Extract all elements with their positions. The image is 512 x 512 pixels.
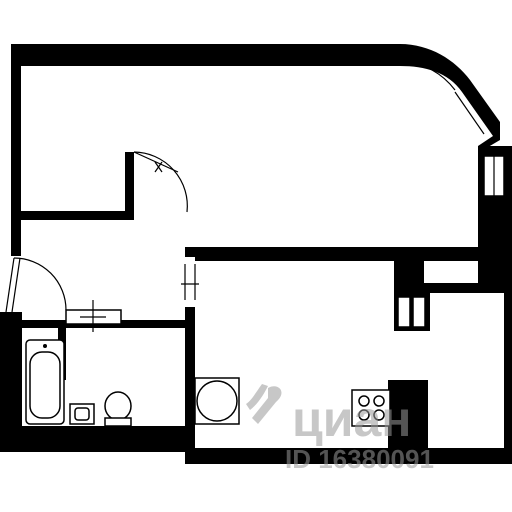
left-lower-wall bbox=[0, 312, 22, 452]
kitchen-fixtures bbox=[194, 377, 391, 427]
bottom-wall-kitchen bbox=[185, 448, 512, 464]
bay-window bbox=[402, 47, 495, 135]
watermark: циан ID 16380091 bbox=[246, 384, 434, 474]
toilet-icon bbox=[104, 391, 132, 427]
hall-stub bbox=[125, 152, 134, 220]
column-cap bbox=[394, 283, 504, 293]
watermark-brand: циан bbox=[292, 391, 411, 447]
bathtub-icon bbox=[25, 339, 65, 425]
stove-icon bbox=[351, 389, 391, 427]
room-door bbox=[133, 151, 188, 213]
sink-icon bbox=[69, 403, 95, 425]
watermark-id: ID 16380091 bbox=[285, 444, 434, 474]
entrance-door bbox=[5, 257, 67, 313]
doors bbox=[5, 151, 199, 332]
exterior-walls bbox=[0, 44, 512, 464]
bottom-wall bbox=[0, 426, 195, 452]
left-upper-wall bbox=[11, 44, 21, 256]
hall-upper-partition bbox=[21, 211, 131, 220]
kitchen-counter-wall bbox=[388, 380, 428, 450]
right-lower-wall bbox=[504, 284, 512, 464]
kitchen-window bbox=[394, 293, 430, 331]
bathroom-fixtures bbox=[25, 339, 132, 427]
washing-machine-icon bbox=[194, 377, 240, 425]
top-wall bbox=[11, 44, 500, 150]
vertical-partition bbox=[185, 256, 195, 454]
cian-logo-icon bbox=[246, 384, 282, 424]
room-kitchen-wall bbox=[185, 247, 503, 261]
